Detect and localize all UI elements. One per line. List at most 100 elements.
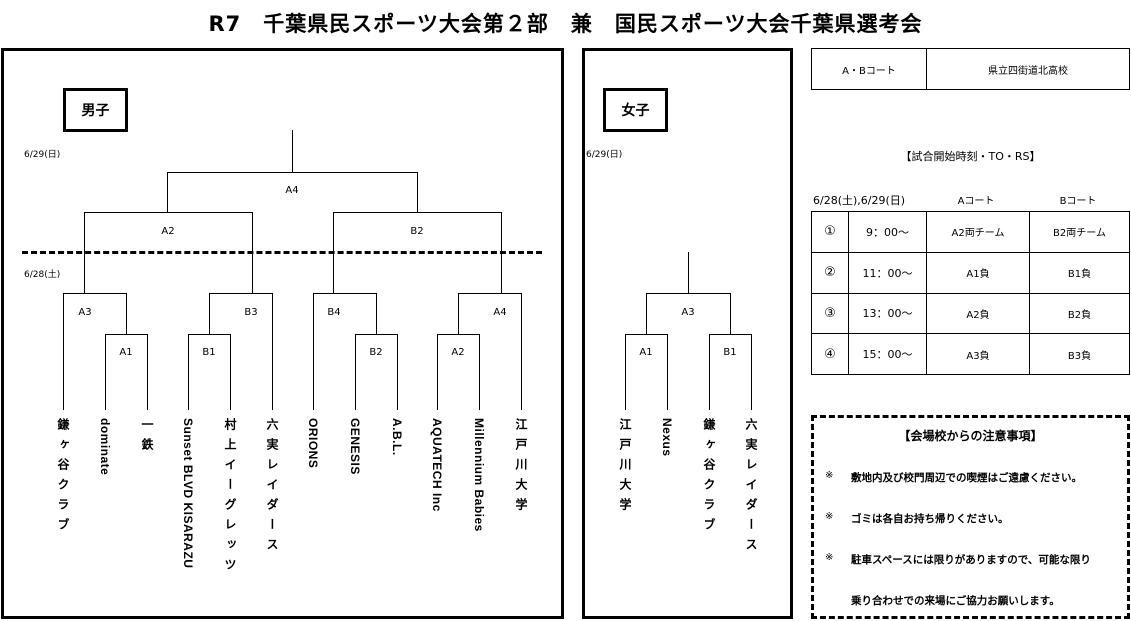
note-mark: ※: [825, 511, 834, 522]
bracket-line: [167, 172, 168, 212]
schedule-col-a: Aコート: [957, 196, 995, 207]
bracket-line: [625, 334, 668, 335]
venue-school: 県立四街道北高校: [926, 48, 1130, 90]
bracket-line: [252, 212, 253, 294]
team-name: 江戸川大学: [514, 418, 528, 518]
court-a-duty: A3負: [926, 333, 1030, 375]
bracket-line: [376, 293, 377, 334]
round-number: ②: [811, 251, 849, 294]
round-time: 13：00～: [848, 292, 927, 335]
round-number: ③: [811, 292, 849, 335]
bracket-line: [709, 334, 752, 335]
bracket-line: [625, 334, 626, 410]
team-name: 鎌ヶ谷クラブ: [702, 418, 716, 538]
bracket-line: [355, 334, 356, 410]
bracket-line: [313, 293, 377, 294]
team-name: 江戸川大学: [618, 418, 632, 518]
schedule-row: ③ 13：00～ A2負 B2負: [811, 292, 1130, 335]
page-title: R7 千葉県民スポーツ大会第２部 兼 国民スポーツ大会千葉県選考会: [208, 12, 923, 36]
bracket-line: [458, 293, 522, 294]
bracket-line: [209, 293, 273, 294]
men-bracket-panel: [1, 48, 564, 619]
team-name: 六実レイダース: [744, 418, 758, 558]
men-date-final: 6/29(日): [24, 150, 61, 160]
team-name: 村上イーグレッツ: [223, 418, 237, 578]
bracket-line: [84, 212, 253, 213]
bracket-line: [105, 334, 106, 410]
bracket-line: [667, 334, 668, 410]
bracket-line: [688, 252, 689, 293]
bracket-line: [209, 293, 210, 334]
team-name: Millennium Babies: [472, 418, 486, 532]
round-number: ①: [811, 211, 849, 253]
bracket-line: [397, 334, 398, 410]
match-label: A3: [681, 307, 695, 318]
schedule-dates: 6/28(土),6/29(日): [813, 194, 906, 207]
schedule-row: ② 11：00～ A1負 B1負: [811, 251, 1130, 294]
bracket-line: [437, 334, 480, 335]
match-label: A1: [639, 347, 653, 358]
schedule-table: ① 9：00～ A2両チーム B2両チーム ② 11：00～ A1負 B1負 ③…: [811, 211, 1130, 375]
bracket-line: [126, 293, 127, 334]
bracket-line: [709, 334, 710, 410]
match-label: B1: [723, 347, 737, 358]
bracket-line: [333, 212, 334, 294]
round-time: 9：00～: [848, 211, 927, 253]
match-label: A3: [78, 307, 92, 318]
match-label: A4: [493, 307, 507, 318]
bracket-line: [521, 293, 522, 410]
bracket-line: [417, 172, 418, 212]
note-text: 乗り合わせでの来場にご協力お願いします。: [851, 595, 1060, 607]
note-text: ゴミは各自お持ち帰りください。: [851, 513, 1009, 525]
bracket-line: [188, 334, 189, 410]
bracket-line: [730, 293, 731, 334]
bracket-line: [63, 293, 127, 294]
women-bracket-panel: [582, 48, 793, 619]
schedule-heading: 【試合開始時刻・TO・RS】: [900, 150, 1041, 163]
court-a-duty: A1負: [926, 251, 1030, 294]
match-label: B1: [202, 347, 216, 358]
day-divider-line: [22, 251, 542, 254]
team-name: 鎌ヶ谷クラブ: [56, 418, 70, 538]
bracket-line: [84, 212, 85, 294]
match-label: A4: [285, 185, 299, 196]
team-name: AQUATECH Inc: [430, 418, 444, 512]
men-label: 男子: [63, 88, 128, 132]
note-mark: ※: [825, 552, 834, 563]
bracket-line: [458, 293, 459, 334]
team-name: GENESIS: [348, 418, 362, 475]
men-date-first-round: 6/28(土): [24, 270, 61, 280]
round-time: 15：00～: [848, 333, 927, 375]
team-name: 六実レイダース: [265, 418, 279, 558]
court-a-duty: A2両チーム: [926, 211, 1030, 253]
match-label: B3: [244, 307, 258, 318]
women-date: 6/29(日): [586, 150, 623, 160]
bracket-line: [355, 334, 398, 335]
team-name: Nexus: [660, 418, 674, 457]
team-name: 一鉄: [140, 418, 154, 458]
bracket-line: [437, 334, 438, 410]
bracket-line: [646, 293, 731, 294]
match-label: B2: [410, 226, 424, 237]
schedule-row: ④ 15：00～ A3負 B3負: [811, 333, 1130, 375]
bracket-line: [272, 293, 273, 410]
bracket-line: [751, 334, 752, 410]
match-label: A1: [119, 347, 133, 358]
match-label: B2: [369, 347, 383, 358]
bracket-line: [188, 334, 231, 335]
bracket-line: [292, 130, 293, 172]
notes-heading: 【会場校からの注意事項】: [898, 429, 1043, 443]
court-b-duty: B2両チーム: [1029, 211, 1130, 253]
venue-court: A・Bコート: [811, 48, 927, 90]
bracket-line: [479, 334, 480, 410]
round-time: 11：00～: [848, 251, 927, 294]
venue-notes-box: [811, 415, 1130, 619]
bracket-line: [646, 293, 647, 334]
team-name: ORIONS: [306, 418, 320, 469]
court-a-duty: A2負: [926, 292, 1030, 335]
match-label: B4: [327, 307, 341, 318]
bracket-line: [230, 334, 231, 410]
schedule-col-b: Bコート: [1059, 196, 1097, 207]
team-name: A.B.L.: [390, 418, 404, 456]
note-text: 駐車スペースには限りがありますので、可能な限り: [851, 554, 1091, 566]
